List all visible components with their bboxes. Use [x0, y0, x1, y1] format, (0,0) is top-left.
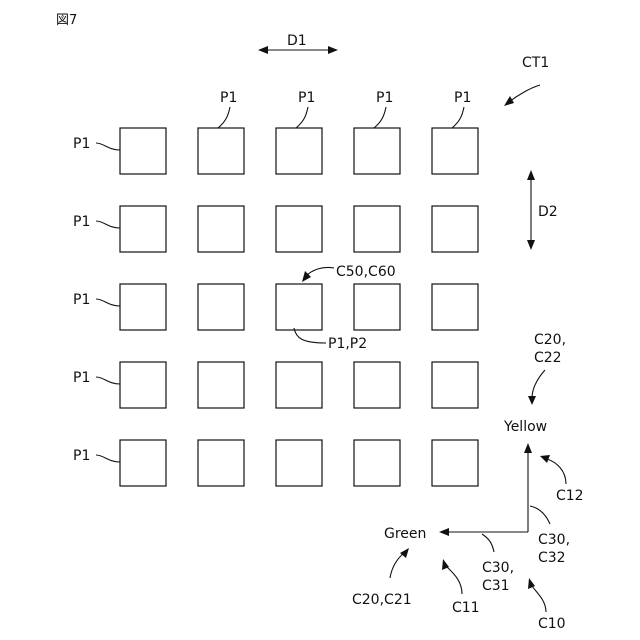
top-pixel-label-1: P1	[220, 90, 237, 106]
green-axis-arrowhead	[439, 528, 449, 536]
c11-leader-arrow	[442, 559, 462, 594]
pixel-cell-r1-c3	[276, 128, 322, 174]
c20-c22-label-line2: C22	[534, 350, 562, 366]
left-pixel-label-3: P1	[73, 292, 90, 308]
pixel-cell-r3-c1	[120, 284, 166, 330]
left-pixel-label-2: P1	[73, 214, 90, 230]
pixel-cell-r2-c1	[120, 206, 166, 252]
c20-c22-label-line1: C20,	[534, 332, 566, 348]
c50-c60-leader-arrow	[302, 267, 334, 282]
pixel-cell-r4-c3	[276, 362, 322, 408]
c20-c22-leader-arrow	[528, 370, 545, 405]
top-pixel-label-4: P1	[454, 90, 471, 106]
c30-c31-label-line1: C30,	[482, 560, 514, 576]
c50-c60-label: C50,C60	[336, 264, 396, 280]
figure-number: 図7	[56, 13, 77, 28]
pixel-cell-r1-c4	[354, 128, 400, 174]
c30-c32-leader	[530, 506, 550, 524]
c30-c32-label-line1: C30,	[538, 532, 570, 548]
left-pixel-label-5: P1	[73, 448, 90, 464]
left-pixel-label-1: P1	[73, 136, 90, 152]
c20-c21-leader-arrow	[390, 548, 409, 578]
yellow-axis-arrowhead	[524, 443, 532, 453]
pixel-cell-r4-c2	[198, 362, 244, 408]
top-pixel-label-2: P1	[298, 90, 315, 106]
d2-direction-arrow	[527, 170, 535, 250]
c12-leader-arrow	[540, 455, 566, 484]
p1-p2-label: P1,P2	[328, 336, 367, 352]
pixel-cell-r3-c2	[198, 284, 244, 330]
top-pixel-leaders	[218, 107, 464, 128]
pixel-cell-r2-c2	[198, 206, 244, 252]
pixel-cell-r1-c1	[120, 128, 166, 174]
c30-c32-label-line2: C32	[538, 550, 566, 566]
d2-label: D2	[538, 204, 558, 220]
ct1-leader-arrow	[504, 85, 540, 106]
yellow-label: Yellow	[503, 419, 547, 435]
pixel-grid	[120, 128, 478, 486]
pixel-cell-r3-c3	[276, 284, 322, 330]
pixel-cell-r2-c3	[276, 206, 322, 252]
pixel-cell-r1-c2	[198, 128, 244, 174]
d1-label: D1	[287, 33, 307, 49]
pixel-cell-r3-c4	[354, 284, 400, 330]
pixel-cell-r3-c5	[432, 284, 478, 330]
pixel-cell-r5-c4	[354, 440, 400, 486]
pixel-cell-r4-c1	[120, 362, 166, 408]
pixel-cell-r2-c4	[354, 206, 400, 252]
c10-label: C10	[538, 616, 566, 632]
c30-c31-leader	[482, 534, 494, 552]
c30-c31-label-line2: C31	[482, 578, 510, 594]
c11-label: C11	[452, 600, 480, 616]
pixel-cell-r2-c5	[432, 206, 478, 252]
left-pixel-label-4: P1	[73, 370, 90, 386]
pixel-cell-r5-c1	[120, 440, 166, 486]
pixel-cell-r5-c2	[198, 440, 244, 486]
green-label: Green	[384, 526, 426, 542]
pixel-cell-r5-c5	[432, 440, 478, 486]
pixel-cell-r1-c5	[432, 128, 478, 174]
c12-label: C12	[556, 488, 584, 504]
left-pixel-leaders	[96, 143, 120, 462]
pixel-cell-r4-c4	[354, 362, 400, 408]
ct1-label: CT1	[522, 55, 549, 71]
top-pixel-label-3: P1	[376, 90, 393, 106]
c10-leader-arrow	[528, 578, 546, 612]
c20-c21-label: C20,C21	[352, 592, 412, 608]
pixel-cell-r4-c5	[432, 362, 478, 408]
pixel-cell-r5-c3	[276, 440, 322, 486]
